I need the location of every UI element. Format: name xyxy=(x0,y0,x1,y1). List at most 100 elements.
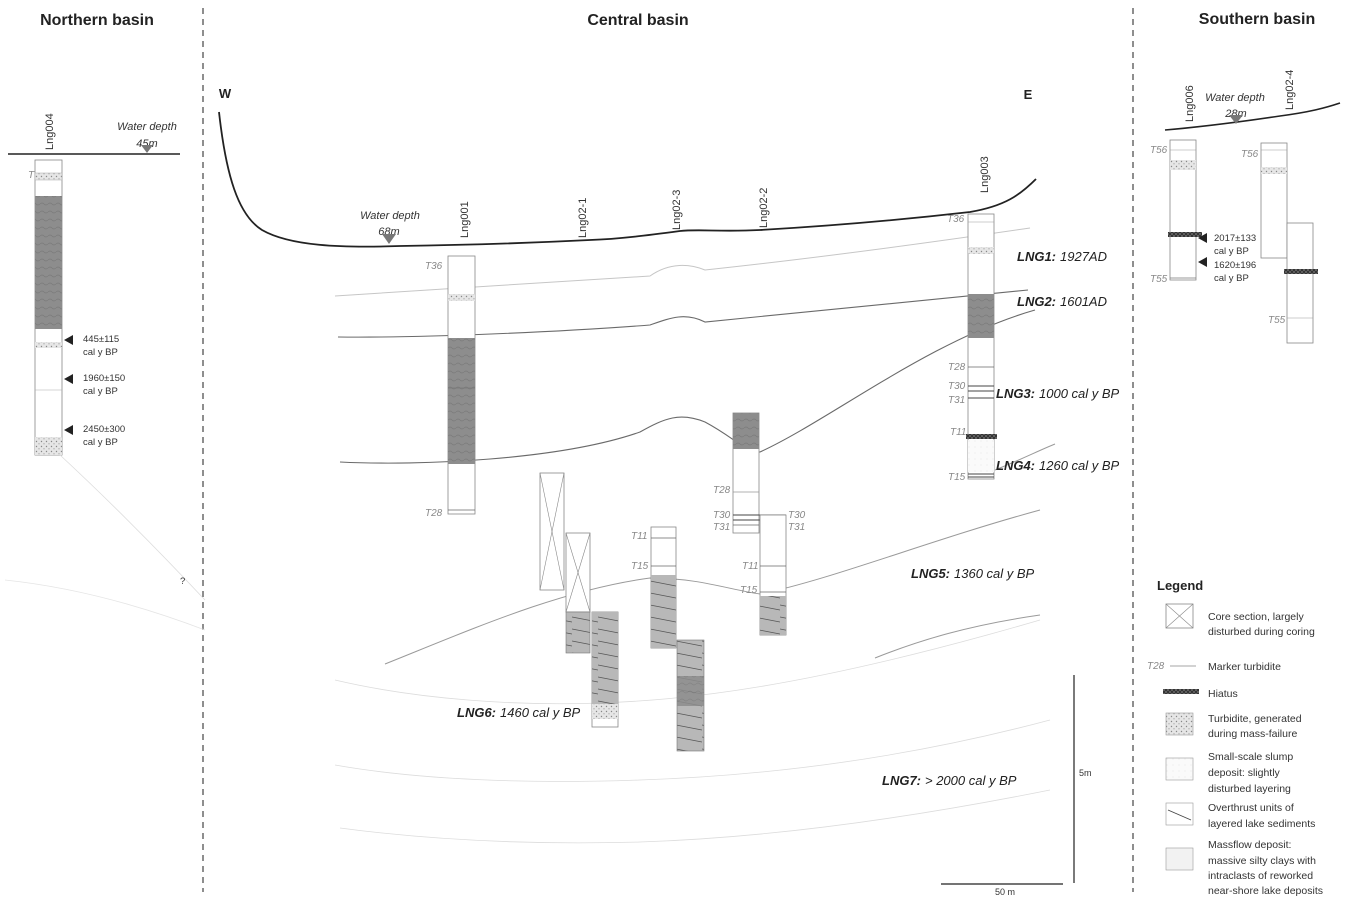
northern-basin-title: Northern basin xyxy=(40,12,154,29)
age-north-2-unit: cal y BP xyxy=(83,386,118,397)
svg-text:Massflow deposit:: Massflow deposit: xyxy=(1208,839,1291,851)
correlation-line-north-2 xyxy=(4,579,206,631)
core-lng001: T36 T28 xyxy=(425,255,476,519)
svg-text:Small-scale slump: Small-scale slump xyxy=(1208,751,1293,763)
turbidite-label-lng02-4-t55: T55 xyxy=(1268,315,1286,326)
question-mark: ? xyxy=(180,576,185,587)
svg-text:LNG1:1927AD: LNG1:1927AD xyxy=(1017,249,1107,264)
core-name-lng006: Lng006 xyxy=(1184,85,1196,122)
turbidite-label-lng02-3-t15: T15 xyxy=(631,561,649,572)
legend-item-slump: Small-scale slump deposit: slightly dist… xyxy=(1165,751,1293,795)
southern-basin-title: Southern basin xyxy=(1199,11,1315,28)
core-name-lng001: Lng001 xyxy=(459,201,471,238)
core-lng02-1 xyxy=(539,472,619,728)
turbidite-label-lng02-2-t15: T15 xyxy=(740,585,758,596)
age-south-2-value: 1620±196 xyxy=(1214,260,1256,271)
lake-floor-central xyxy=(218,111,1037,248)
age-north-3-unit: cal y BP xyxy=(83,437,118,448)
water-depth-label-north: Water depth xyxy=(117,121,177,133)
lake-floor-south xyxy=(1164,102,1341,131)
water-depth-marker-south xyxy=(1229,115,1243,124)
turbidite-label-lng02-2-t31-right: T31 xyxy=(788,522,805,533)
svg-text:LNG4:1260 cal y BP: LNG4:1260 cal y BP xyxy=(996,458,1120,473)
legend-title: Legend xyxy=(1157,578,1203,593)
svg-text:LNG7:> 2000 cal y BP: LNG7:> 2000 cal y BP xyxy=(882,773,1017,788)
event-label-lng5: LNG5:1360 cal y BP xyxy=(911,566,1035,581)
svg-text:T28: T28 xyxy=(1147,661,1165,672)
svg-text:LNG6:1460 cal y BP: LNG6:1460 cal y BP xyxy=(457,705,581,720)
event-label-lng1: LNG1:1927AD xyxy=(1017,249,1107,264)
event-label-lng6: LNG6:1460 cal y BP xyxy=(457,705,581,720)
turbidite-label-lng001-t36: T36 xyxy=(425,261,443,272)
turbidite-label-lng003-t30: T30 xyxy=(948,381,966,392)
water-depth-value-north: 45m xyxy=(136,138,157,150)
svg-text:LNG3:1000 cal y BP: LNG3:1000 cal y BP xyxy=(996,386,1120,401)
turbidite-label-lng02-2-t31-left: T31 xyxy=(713,522,730,533)
svg-text:LNG2:1601AD: LNG2:1601AD xyxy=(1017,294,1107,309)
svg-text:disturbed during coring: disturbed during coring xyxy=(1208,626,1315,638)
core-name-lng02-1: Lng02-1 xyxy=(577,198,589,238)
turbidite-label-lng02-3-t11: T11 xyxy=(631,531,648,542)
event-label-lng7: LNG7:> 2000 cal y BP xyxy=(882,773,1017,788)
legend-item-overthrust: Overthrust units of layered lake sedimen… xyxy=(1165,802,1315,830)
core-name-lng02-2: Lng02-2 xyxy=(758,188,770,228)
svg-text:Turbidite, generated: Turbidite, generated xyxy=(1208,713,1302,725)
scale-horizontal-label: 50 m xyxy=(995,887,1015,897)
age-south-1-unit: cal y BP xyxy=(1214,246,1249,257)
turbidite-label-lng003-t11: T11 xyxy=(950,427,967,438)
legend-item-marker-turbidite: T28 Marker turbidite xyxy=(1147,661,1281,673)
svg-text:LNG5:1360 cal y BP: LNG5:1360 cal y BP xyxy=(911,566,1035,581)
legend: Legend Core section, largely disturbed d… xyxy=(1147,578,1323,897)
svg-text:Hiatus: Hiatus xyxy=(1208,688,1238,700)
correlation-line-north xyxy=(59,454,206,601)
core-lng02-3: T11 T15 xyxy=(631,526,705,752)
core-name-lng004: Lng004 xyxy=(44,113,56,150)
northern-basin-section: Water depth 45m Lng004 T 445±115 cal y B… xyxy=(4,113,206,631)
core-lng02-2: T28 T30 T31 T30 T31 T11 T15 xyxy=(713,412,806,636)
svg-text:intraclasts of reworked: intraclasts of reworked xyxy=(1208,870,1313,882)
legend-item-core: Core section, largely disturbed during c… xyxy=(1165,603,1315,638)
svg-text:deposit: slightly: deposit: slightly xyxy=(1208,767,1281,779)
age-south-1-value: 2017±133 xyxy=(1214,233,1256,244)
svg-text:disturbed layering: disturbed layering xyxy=(1208,783,1291,795)
direction-east: E xyxy=(1024,87,1033,102)
svg-text:layered lake sediments: layered lake sediments xyxy=(1208,818,1315,830)
turbidite-label-lng003-t15: T15 xyxy=(948,472,966,483)
turbidite-label-lng02-2-t28: T28 xyxy=(713,485,731,496)
horizon-lng5 xyxy=(384,509,1041,665)
water-depth-label-south: Water depth xyxy=(1205,92,1265,104)
core-name-lng02-4: Lng02-4 xyxy=(1284,70,1296,110)
turbidite-label-lng02-2-t11: T11 xyxy=(742,561,759,572)
horizon-lng2 xyxy=(337,289,1029,338)
age-north-2-value: 1960±150 xyxy=(83,373,125,384)
svg-text:Overthrust units of: Overthrust units of xyxy=(1208,802,1294,814)
central-basin-title: Central basin xyxy=(587,12,688,29)
svg-text:massive silty clays with: massive silty clays with xyxy=(1208,855,1316,867)
turbidite-label-north-t: T xyxy=(28,170,35,181)
turbidite-label-lng001-t28: T28 xyxy=(425,508,443,519)
turbidite-label-lng02-2-t30-left: T30 xyxy=(713,510,731,521)
direction-west: W xyxy=(219,86,232,101)
age-dates-south: 2017±133 cal y BP 1620±196 cal y BP xyxy=(1198,233,1256,284)
turbidite-label-lng02-4-t56: T56 xyxy=(1241,149,1259,160)
water-depth-marker-north xyxy=(141,145,153,153)
water-depth-label-central: Water depth xyxy=(360,210,420,222)
legend-item-hiatus: Hiatus xyxy=(1163,688,1238,700)
event-label-lng2: LNG2:1601AD xyxy=(1017,294,1107,309)
turbidite-label-lng006-t56: T56 xyxy=(1150,145,1168,156)
age-dates-north: 445±115 cal y BP 1960±150 cal y BP 2450±… xyxy=(64,334,125,448)
svg-text:near-shore lake deposits: near-shore lake deposits xyxy=(1208,885,1323,897)
southern-basin-section: Water depth 28m Lng006 T56 T55 Lng02-4 T… xyxy=(1150,70,1341,344)
age-south-2-unit: cal y BP xyxy=(1214,273,1249,284)
scale-bars: 5m 50 m xyxy=(941,675,1092,897)
central-basin-section: Water depth 68m Lng001 T36 T28 Lng02-1 xyxy=(218,111,1120,897)
legend-item-turbidite: Turbidite, generated during mass-failure xyxy=(1165,712,1302,740)
turbidite-label-lng02-2-t30-right: T30 xyxy=(788,510,806,521)
core-lng006: T56 T55 xyxy=(1150,139,1202,285)
event-label-lng3: LNG3:1000 cal y BP xyxy=(996,386,1120,401)
turbidite-label-lng006-t55: T55 xyxy=(1150,274,1168,285)
core-name-lng003: Lng003 xyxy=(979,156,991,193)
legend-item-massflow: Massflow deposit: massive silty clays wi… xyxy=(1165,839,1323,897)
horizon-right-fragment-1 xyxy=(874,614,1041,659)
